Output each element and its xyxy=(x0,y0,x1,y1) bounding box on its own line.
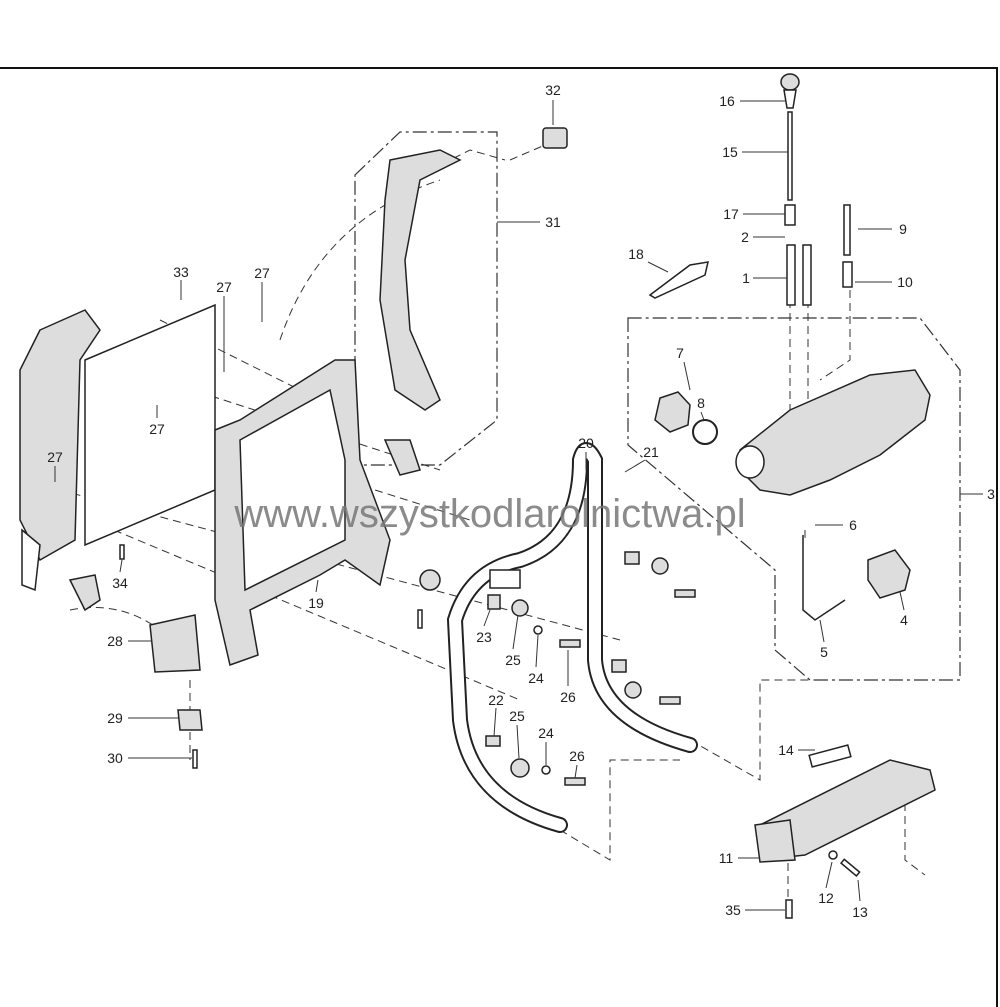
label-17: 17 xyxy=(723,206,739,222)
label-19: 19 xyxy=(308,595,324,611)
label-5: 5 xyxy=(820,644,828,660)
label-23: 23 xyxy=(476,629,492,645)
label-20: 20 xyxy=(578,435,594,451)
label-27: 27 xyxy=(254,265,270,281)
part-28-bracket xyxy=(149,614,201,673)
label-3: 3 xyxy=(987,486,995,502)
part-34-screw xyxy=(119,544,125,560)
part-18-cable-tie xyxy=(648,261,709,299)
part-13-screw xyxy=(839,858,861,878)
part-back-pad xyxy=(19,309,101,612)
label-27: 27 xyxy=(47,449,63,465)
label-22: 22 xyxy=(488,692,504,708)
label-10: 10 xyxy=(897,274,913,290)
part-20-tube-frame xyxy=(446,442,698,833)
label-4: 4 xyxy=(900,612,908,628)
label-28: 28 xyxy=(107,633,123,649)
part-16-cap xyxy=(780,73,800,109)
label-14: 14 xyxy=(778,742,794,758)
part-35-screw xyxy=(785,899,793,919)
part-21-label xyxy=(489,569,521,589)
label-31: 31 xyxy=(545,214,561,230)
label-21: 21 xyxy=(643,444,659,460)
part-31-strap xyxy=(379,149,462,476)
leader-lines xyxy=(54,100,983,911)
label-34: 34 xyxy=(112,575,128,591)
label-27: 27 xyxy=(216,279,232,295)
part-10-fitting xyxy=(842,261,853,288)
label-26: 26 xyxy=(569,748,585,764)
label-26: 26 xyxy=(560,689,576,705)
label-29: 29 xyxy=(107,710,123,726)
part-30-screw xyxy=(192,749,198,769)
part-7-nut xyxy=(654,391,691,433)
label-1: 1 xyxy=(742,270,750,286)
label-6: 6 xyxy=(849,517,857,533)
part-tank-neck xyxy=(735,445,765,479)
part-29-bushing xyxy=(177,709,203,731)
label-35: 35 xyxy=(725,902,741,918)
part-8-oring xyxy=(692,419,718,445)
part-5-pipe xyxy=(802,535,846,621)
label-18: 18 xyxy=(628,246,644,262)
fasteners xyxy=(417,551,696,786)
part-12-washer xyxy=(828,850,838,860)
label-12: 12 xyxy=(818,890,834,906)
label-16: 16 xyxy=(719,93,735,109)
part-19-frame xyxy=(214,359,391,666)
label-25: 25 xyxy=(509,708,525,724)
part-11-base xyxy=(754,744,936,863)
watermark: www.wszystkodlarolnictwa.pl xyxy=(233,492,745,536)
part-labels: 32 16 15 17 2 9 18 1 10 7 8 31 33 27 27 … xyxy=(47,82,995,920)
part-15-rod xyxy=(787,111,793,201)
label-27: 27 xyxy=(149,421,165,437)
label-11: 11 xyxy=(719,850,734,866)
label-2: 2 xyxy=(741,229,749,245)
part-17-fitting xyxy=(784,204,796,226)
label-7: 7 xyxy=(676,345,684,361)
label-24: 24 xyxy=(528,670,544,686)
label-30: 30 xyxy=(107,750,123,766)
label-15: 15 xyxy=(722,144,738,160)
part-32-buckle xyxy=(542,127,568,149)
strap-assembly-box xyxy=(354,131,498,466)
diagram-frame xyxy=(0,67,998,1007)
label-9: 9 xyxy=(899,221,907,237)
part-tank xyxy=(739,369,931,496)
part-9-tube xyxy=(843,204,851,256)
label-32: 32 xyxy=(545,82,561,98)
label-33: 33 xyxy=(173,264,189,280)
part-1-hose-a xyxy=(786,244,796,306)
part-4-filter xyxy=(867,549,911,599)
label-8: 8 xyxy=(697,395,705,411)
label-13: 13 xyxy=(852,904,868,920)
part-1-hose-b xyxy=(802,244,812,306)
label-24: 24 xyxy=(538,725,554,741)
label-25: 25 xyxy=(505,652,521,668)
